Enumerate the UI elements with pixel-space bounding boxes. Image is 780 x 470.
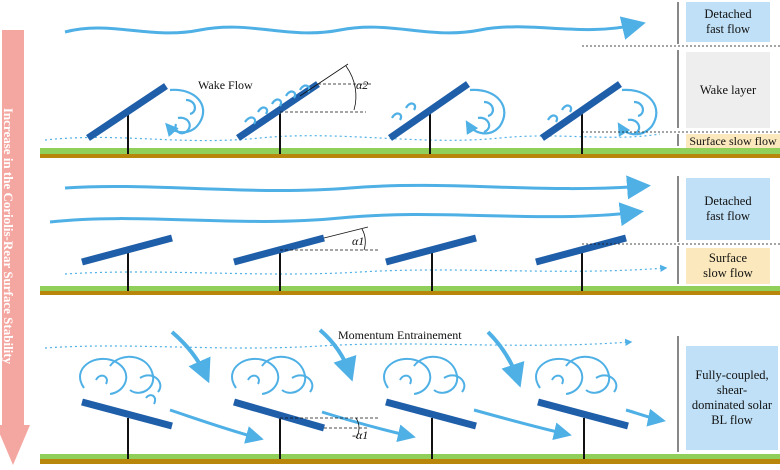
bottom-solar-panel-2: [233, 398, 325, 459]
middle-solar-panel-1: [81, 234, 173, 291]
middle-fast-flow-arrow-2: [49, 202, 644, 227]
top-grass: [40, 148, 780, 155]
top-surface-slow-flow-box: Surface slow flow: [686, 134, 780, 148]
middle-solar-panel-2: [233, 234, 325, 291]
middle-surface-slow-flow-box: Surface slow flow: [686, 248, 770, 284]
bottom-angle-label: -α1: [352, 428, 369, 442]
top-detached-fast-flow-box: Detached fast flow: [686, 2, 770, 42]
middle-angle-marker: [280, 226, 380, 251]
bottom-grass: [40, 454, 780, 460]
top-wake-layer-box: Wake layer: [686, 52, 770, 128]
middle-surface-slow-flow: [64, 264, 668, 275]
bottom-entrainment-flow: [44, 338, 633, 349]
middle-fast-flow-arrow-1: [64, 175, 651, 200]
top-panel: [40, 2, 780, 158]
side-stability-label: Increase in the Coriolis-Rear Surface St…: [1, 107, 16, 365]
top-wake-vortices: [165, 84, 658, 137]
top-wake-flow-label: Wake Flow: [198, 78, 253, 92]
top-fast-flow-arrow: [64, 16, 646, 40]
middle-angle-label: α1: [352, 234, 365, 248]
top-solar-panel-2: [236, 81, 320, 154]
top-angle-marker: [280, 63, 372, 113]
middle-grass: [40, 286, 780, 292]
bottom-ground: [40, 459, 780, 464]
bottom-entrainment-arrows: [170, 328, 525, 388]
middle-panel: [40, 175, 780, 295]
bottom-turbulent-vortices: [79, 356, 618, 405]
middle-detached-fast-flow-box: Detached fast flow: [686, 178, 770, 240]
top-ground: [40, 154, 780, 158]
bottom-panel: [40, 328, 780, 464]
top-surface-slow-flow: [44, 133, 661, 142]
bottom-solar-panel-3: [385, 398, 477, 459]
bottom-shear-flow-arrows: [169, 408, 666, 444]
bottom-momentum-label: Momentum Entrainement: [338, 328, 462, 342]
bottom-solar-panel-4: [537, 398, 629, 459]
stability-increase-arrow: [0, 30, 30, 465]
bottom-angle-marker: [280, 417, 380, 439]
middle-solar-panel-3: [385, 234, 477, 291]
bottom-fully-coupled-box: Fully-coupled, shear- dominated solar BL…: [686, 346, 778, 450]
top-solar-panel-1: [86, 83, 168, 154]
middle-ground: [40, 291, 780, 295]
middle-solar-panel-4: [535, 234, 627, 291]
bottom-solar-panel-1: [81, 398, 173, 459]
top-solar-panel-4: [540, 81, 622, 154]
top-solar-panel-3: [388, 81, 470, 154]
top-angle-label: α2: [356, 78, 369, 92]
